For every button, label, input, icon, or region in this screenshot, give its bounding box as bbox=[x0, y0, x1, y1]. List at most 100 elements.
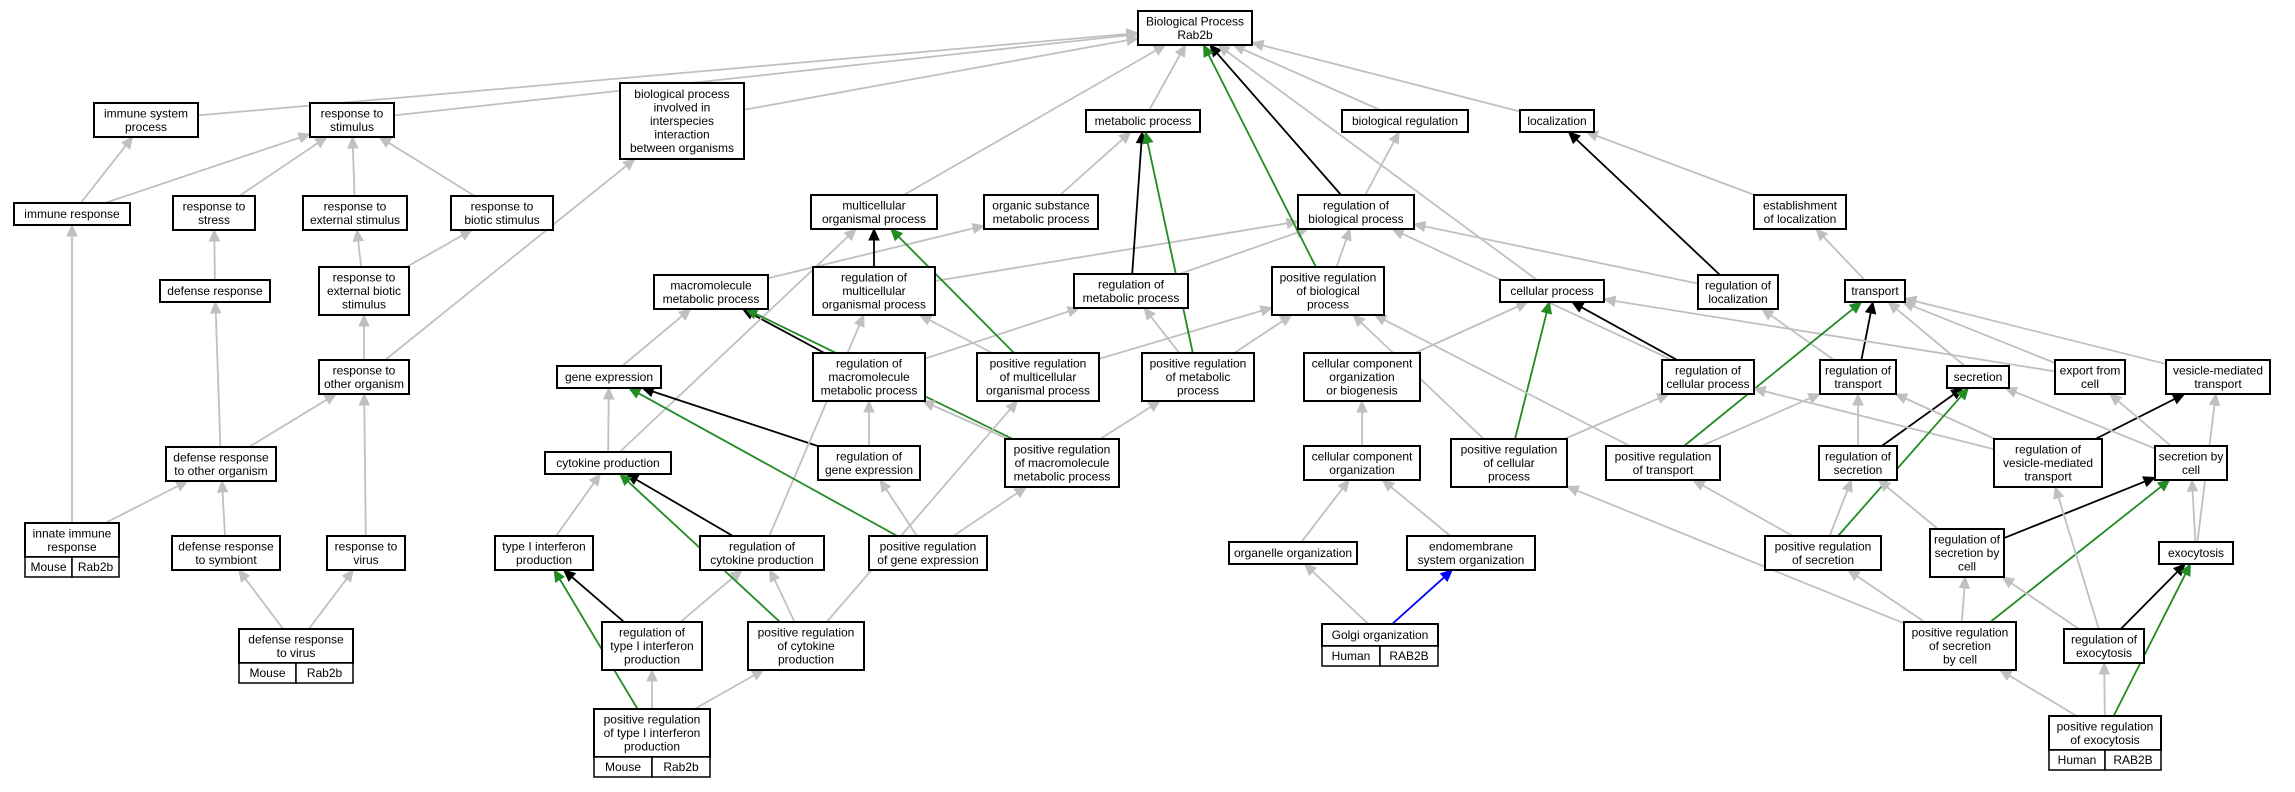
term-node-ge[interactable]: gene expression bbox=[556, 365, 662, 389]
edge-go-to-eso bbox=[1391, 569, 1453, 625]
term-node-sec[interactable]: secretion bbox=[1946, 365, 2010, 389]
term-node-cyp[interactable]: cytokine production bbox=[544, 451, 672, 475]
term-node-dr[interactable]: defense response bbox=[159, 279, 271, 303]
arrowhead bbox=[1388, 130, 1400, 145]
arrowhead bbox=[120, 136, 134, 150]
arrowhead bbox=[1565, 485, 1580, 497]
term-box bbox=[1303, 445, 1421, 481]
term-box bbox=[165, 446, 277, 482]
arrowhead bbox=[1852, 392, 1864, 406]
term-node-breg[interactable]: biological regulation bbox=[1341, 109, 1469, 133]
edge-prge-to-prmmp bbox=[952, 486, 1028, 537]
term-box bbox=[1073, 273, 1189, 309]
term-box bbox=[2165, 359, 2271, 395]
term-label: transport bbox=[1834, 377, 1882, 391]
edge-drtv-to-drts bbox=[238, 569, 284, 630]
term-node-tr[interactable]: transport bbox=[1844, 279, 1906, 303]
term-label: regulation of bbox=[1098, 277, 1165, 291]
arrowhead bbox=[1841, 478, 1853, 493]
term-label: organization bbox=[1329, 463, 1394, 477]
arrowhead bbox=[971, 222, 986, 235]
arrowhead bbox=[1391, 228, 1406, 240]
arrowhead bbox=[341, 569, 354, 583]
term-label: positive regulation bbox=[604, 713, 701, 727]
edge-prmp-to-prbp bbox=[1233, 314, 1293, 354]
arrowhead bbox=[627, 387, 642, 399]
edge-cyp-to-ge bbox=[602, 386, 615, 453]
term-node-ir[interactable]: immune response bbox=[13, 202, 131, 226]
arrowhead bbox=[1373, 314, 1388, 326]
term-node-oo[interactable]: organelle organization bbox=[1228, 541, 1358, 565]
term-label: between organisms bbox=[630, 141, 734, 155]
edge-mmp-to-osmp bbox=[767, 222, 986, 280]
term-label: to other organism bbox=[174, 464, 267, 478]
term-node-cp[interactable]: cellular process bbox=[1499, 279, 1605, 303]
arrowhead bbox=[646, 668, 658, 682]
term-label: of localization bbox=[1764, 212, 1837, 226]
term-label: immune system bbox=[104, 106, 188, 120]
arrowhead bbox=[853, 313, 865, 328]
term-box bbox=[1406, 535, 1536, 571]
term-node-mp[interactable]: metabolic process bbox=[1085, 109, 1201, 133]
term-box bbox=[2063, 628, 2145, 664]
term-node-exo[interactable]: exocytosis bbox=[2158, 541, 2234, 565]
gene-cell bbox=[2104, 749, 2162, 771]
term-label: vesicle-mediated bbox=[2003, 456, 2093, 470]
term-label: metabolic process bbox=[821, 384, 918, 398]
term-node-loc[interactable]: localization bbox=[1519, 109, 1595, 133]
edge-prtran-to-rtran bbox=[1701, 393, 1822, 447]
